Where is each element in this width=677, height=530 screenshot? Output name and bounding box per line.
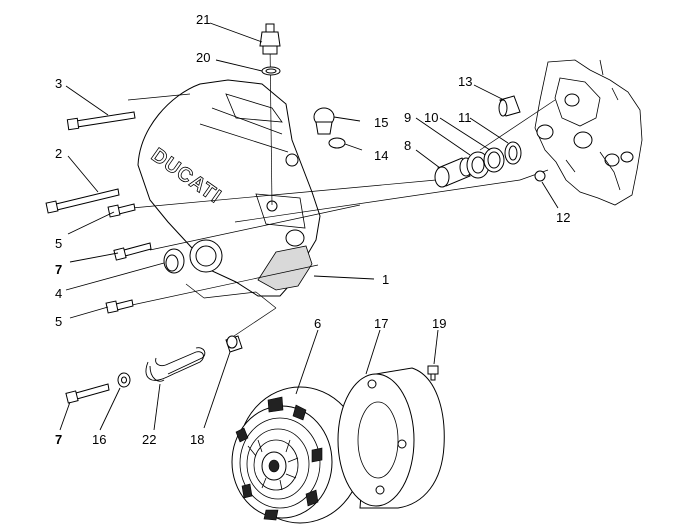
callout-17: 17	[374, 316, 388, 331]
leader-lines	[59, 22, 559, 431]
bearing-9	[466, 151, 490, 179]
washer-16	[117, 372, 131, 388]
bolt-2	[45, 188, 120, 214]
washer-20	[261, 66, 281, 76]
callout-16: 16	[92, 432, 106, 447]
callout-8: 8	[404, 138, 411, 153]
callout-1: 1	[382, 272, 389, 287]
bolt-3	[66, 111, 136, 131]
assembly-axis-lines	[127, 43, 556, 341]
callout-15: 15	[374, 115, 388, 130]
spring-clip-22	[145, 347, 206, 382]
callout-6: 6	[314, 316, 321, 331]
callout-9: 9	[404, 110, 411, 125]
screw-5-upper	[107, 203, 136, 218]
callout-4: 4	[55, 286, 62, 301]
callout-10: 10	[424, 110, 438, 125]
engine-casing	[534, 59, 643, 206]
callout-19: 19	[432, 316, 446, 331]
o-ring-12	[534, 170, 546, 182]
callout-21: 21	[196, 12, 210, 27]
callout-18: 18	[190, 432, 204, 447]
bush-18	[225, 335, 243, 353]
callout-7-lower: 7	[55, 432, 62, 447]
callout-13: 13	[458, 74, 472, 89]
bolt-7-lower	[65, 383, 110, 404]
screw-7-upper	[113, 242, 152, 261]
callout-labels: 21 20 3 2 5 7 4 5 1 13 15 14 9 10 11 8 1…	[55, 12, 570, 447]
bush-13	[498, 95, 521, 117]
clutch-assembly-6	[231, 386, 363, 524]
callout-22: 22	[142, 432, 156, 447]
callout-2: 2	[55, 146, 62, 161]
screw-5-lower	[105, 299, 134, 314]
oil-plug-15	[313, 107, 335, 135]
callout-3: 3	[55, 76, 62, 91]
callout-12: 12	[556, 210, 570, 225]
spacer-10	[483, 147, 505, 173]
callout-20: 20	[196, 50, 210, 65]
o-ring-14	[328, 137, 346, 149]
clutch-outer-cover-17	[337, 367, 445, 509]
callout-5-lower: 5	[55, 314, 62, 329]
sight-glass-21	[259, 23, 281, 55]
callout-7-upper: 7	[55, 262, 62, 277]
callout-14: 14	[374, 148, 388, 163]
oil-seal-4	[163, 248, 185, 274]
callout-11: 11	[458, 110, 472, 125]
circlip-11	[504, 141, 522, 165]
clutch-cover: DUCATI	[137, 79, 321, 297]
callout-5-upper: 5	[55, 236, 62, 251]
bush-8	[434, 157, 473, 188]
screw-19	[427, 365, 439, 381]
